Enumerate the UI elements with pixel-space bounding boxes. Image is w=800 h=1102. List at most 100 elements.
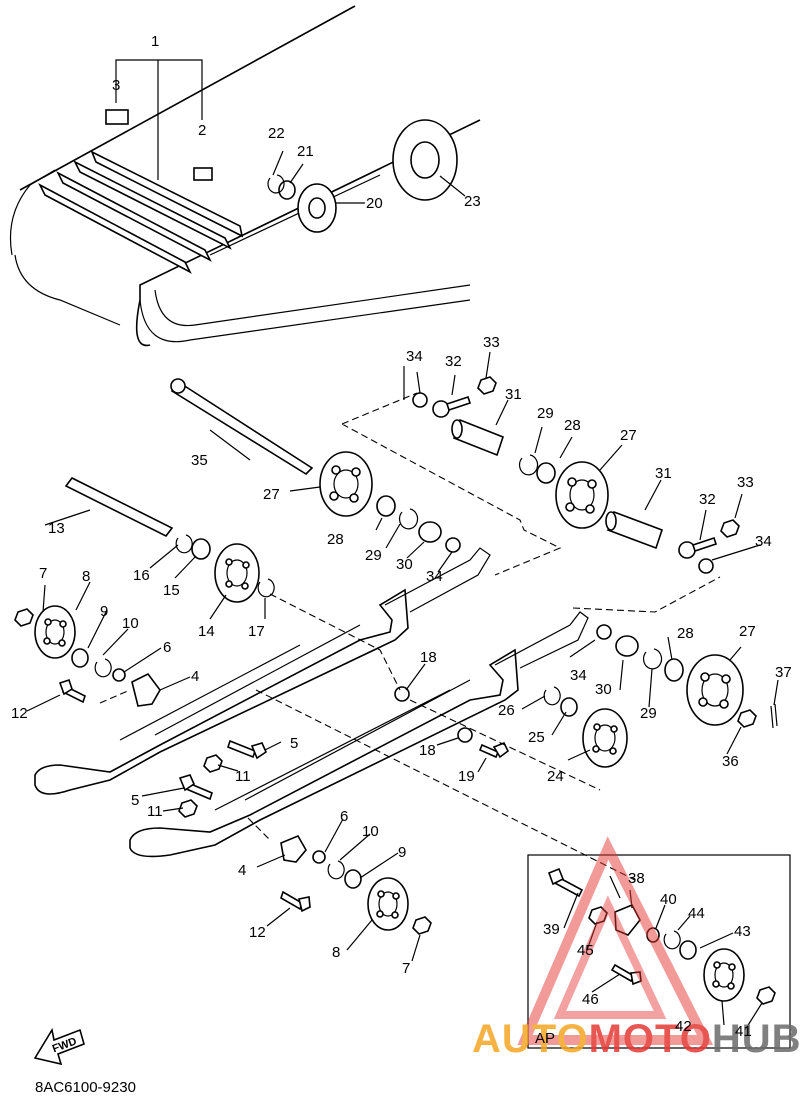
label-8-b: 8 — [332, 944, 340, 961]
watermark-triangle-inner — [553, 895, 667, 1019]
shaft-13 — [64, 476, 174, 538]
label-4-a: 4 — [191, 668, 199, 685]
label-18-a: 18 — [420, 649, 437, 666]
wheel-27-right — [686, 654, 744, 726]
nut-33-right — [720, 519, 740, 538]
slide-rail-right — [129, 611, 589, 858]
label-18-b: 18 — [419, 742, 436, 759]
fwd-label: FWD — [51, 1035, 79, 1055]
label-39: 39 — [543, 921, 560, 938]
label-5-a: 5 — [290, 735, 298, 752]
circlip-22 — [267, 174, 285, 194]
bolt-32-right — [678, 536, 718, 559]
wheel-8-top — [34, 605, 76, 659]
label-31-a: 31 — [505, 386, 522, 403]
label-32-a: 32 — [445, 353, 462, 370]
label-14: 14 — [198, 623, 215, 640]
label-29-a: 29 — [537, 405, 554, 422]
label-9-b: 9 — [398, 844, 406, 861]
wheel-42 — [703, 948, 745, 1002]
circlip-29-b — [398, 508, 419, 530]
washer-21 — [278, 180, 296, 200]
nut-7-top — [14, 608, 34, 627]
label-9-a: 9 — [100, 603, 108, 620]
label-28-b: 28 — [327, 531, 344, 548]
label-33-a: 33 — [483, 334, 500, 351]
circlip-26 — [543, 686, 561, 706]
slide-rail-left — [34, 547, 491, 795]
label-36: 36 — [722, 753, 739, 770]
watermark-triangle-outer — [517, 836, 714, 1045]
label-29-b: 29 — [365, 547, 382, 564]
label-37: 37 — [775, 664, 792, 681]
label-13: 13 — [48, 520, 65, 537]
shaft-35 — [170, 378, 314, 476]
washer-9-bottom — [344, 869, 362, 889]
label-2: 2 — [198, 122, 206, 139]
label-27-c: 27 — [739, 623, 756, 640]
label-12-a: 12 — [11, 705, 28, 722]
washer-18-b — [457, 727, 473, 743]
label-24: 24 — [547, 768, 564, 785]
label-19: 19 — [458, 768, 475, 785]
wheel-27-center — [555, 461, 609, 529]
label-6-a: 6 — [163, 639, 171, 656]
washer-9-top — [71, 648, 89, 668]
label-21: 21 — [297, 143, 314, 160]
nut-11-top — [203, 754, 223, 773]
label-23: 23 — [464, 193, 481, 210]
circlip-44 — [663, 930, 681, 950]
washer-6-bottom — [312, 850, 326, 864]
nut-33-top — [477, 376, 497, 395]
label-35: 35 — [191, 452, 208, 469]
spacer-30-right — [615, 635, 639, 657]
bracket-1 — [115, 59, 203, 180]
washer-34-d — [596, 624, 612, 640]
pin-37 — [770, 703, 778, 729]
washer-15 — [191, 538, 211, 560]
label-43: 43 — [734, 923, 751, 940]
label-31-b: 31 — [655, 465, 672, 482]
label-27-a: 27 — [620, 427, 637, 444]
washer-25 — [560, 697, 578, 717]
clip-3 — [105, 109, 129, 125]
label-28-a: 28 — [564, 417, 581, 434]
inset-box — [527, 854, 791, 1049]
bolt-32-top — [432, 395, 472, 418]
label-16: 16 — [133, 567, 150, 584]
label-45: 45 — [577, 942, 594, 959]
washer-34-c — [698, 558, 714, 574]
bracket-4-top — [131, 672, 161, 707]
fwd-arrow-icon — [33, 1027, 85, 1066]
label-15: 15 — [163, 582, 180, 599]
label-10-b: 10 — [362, 823, 379, 840]
circlip-16 — [175, 534, 193, 554]
label-27-b: 27 — [263, 486, 280, 503]
circlip-29-c — [642, 648, 663, 670]
label-42: 42 — [675, 1018, 692, 1035]
label-30-b: 30 — [595, 681, 612, 698]
bolt-19 — [478, 741, 510, 759]
label-32-b: 32 — [699, 491, 716, 508]
label-41: 41 — [735, 1023, 752, 1040]
washer-28-c — [664, 658, 684, 682]
washer-34-b — [445, 537, 461, 553]
label-17: 17 — [248, 623, 265, 640]
spacer-30-left — [418, 521, 442, 543]
label-7-a: 7 — [39, 565, 47, 582]
label-11-a: 11 — [235, 768, 251, 785]
wheel-14 — [214, 543, 260, 603]
label-7-b: 7 — [402, 960, 410, 977]
watermark-part-hub: HUB — [712, 1017, 800, 1061]
washer-28-a — [536, 462, 556, 484]
label-12-b: 12 — [249, 924, 266, 941]
label-34-a: 34 — [406, 348, 423, 365]
washer-43 — [679, 940, 697, 960]
watermark-logo: AUTOMOTOHUB — [472, 836, 800, 1061]
label-34-c: 34 — [426, 568, 443, 585]
bolt-5-top — [227, 739, 268, 760]
wheel-24 — [582, 708, 628, 768]
inset-label: AP — [535, 1030, 555, 1047]
bolt-5-bottom — [178, 774, 213, 801]
